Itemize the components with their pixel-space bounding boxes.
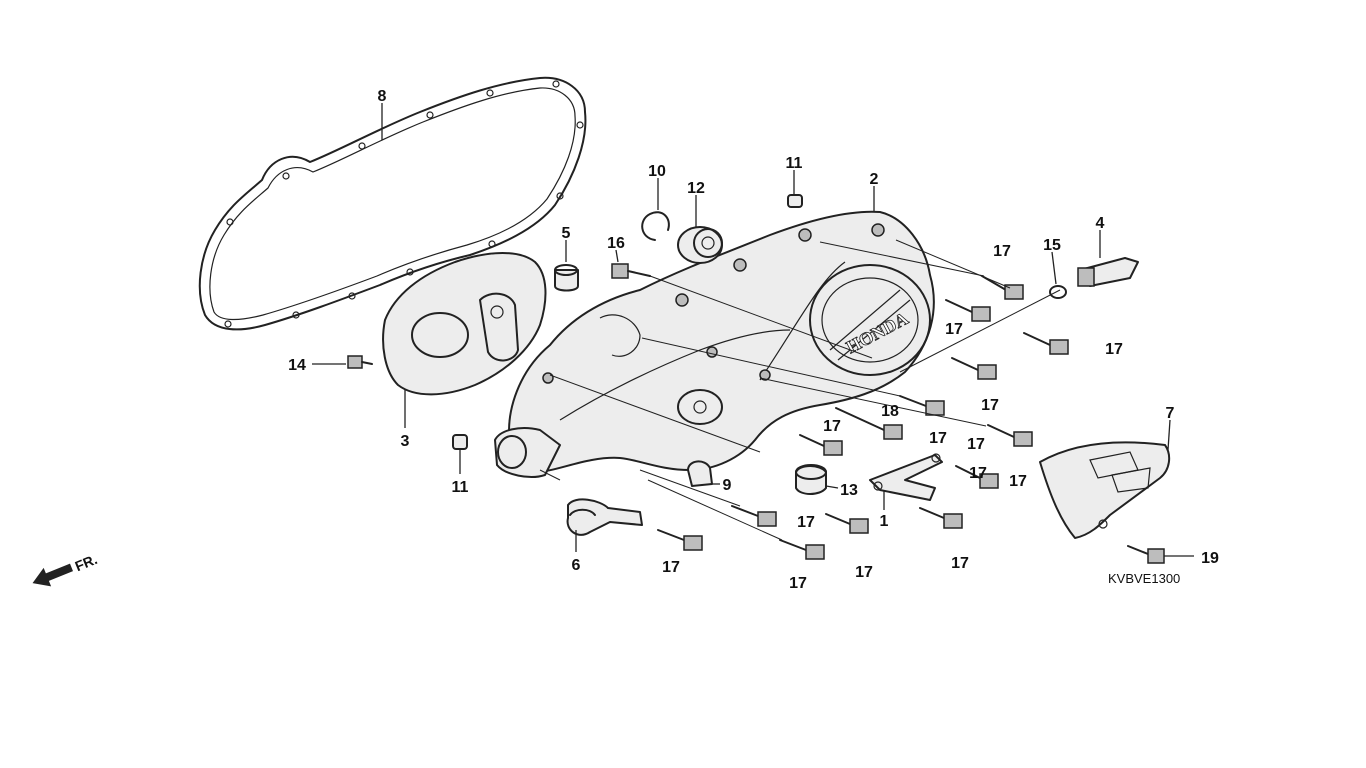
callout-4: 4	[1096, 215, 1105, 232]
bolt-17	[981, 275, 1024, 300]
small-bolt-part	[347, 355, 373, 369]
figure-code: KVBVE1300	[1108, 571, 1180, 586]
stay-bracket-part	[869, 453, 943, 501]
callout-15: 15	[1043, 237, 1061, 254]
gasket-part	[198, 76, 587, 331]
callout-17: 17	[945, 321, 963, 338]
callout-labels: 1 2 3 4 5 6 7 8 9 10 11 11 12 13 14 15 1…	[288, 88, 1219, 592]
circlip-part	[641, 211, 670, 241]
callout-17: 17	[1105, 341, 1123, 358]
bolt-17	[987, 424, 1033, 447]
bolt-17	[1023, 332, 1069, 355]
callout-16: 16	[607, 235, 625, 252]
callout-14: 14	[288, 357, 306, 374]
callout-12: 12	[687, 180, 705, 197]
roller-part	[795, 464, 827, 495]
callout-17: 17	[797, 514, 815, 531]
bolt-17	[731, 505, 777, 527]
callout-17: 17	[951, 555, 969, 572]
callout-5: 5	[562, 225, 571, 242]
hose-bracket-part	[566, 498, 643, 536]
bolt-17	[945, 299, 991, 322]
clamp-part	[687, 460, 713, 487]
crankcase-cover-part: HONDA	[494, 210, 935, 478]
leader-lines	[312, 103, 1194, 557]
inner-plate-part	[382, 252, 547, 396]
callout-8: 8	[378, 88, 387, 105]
callout-11-top: 11	[786, 155, 803, 172]
breather-fitting-part	[1077, 257, 1139, 287]
callout-17: 17	[929, 430, 947, 447]
callout-2: 2	[870, 171, 879, 188]
direction-label: FR.	[73, 551, 100, 574]
collar-part	[554, 264, 579, 292]
bolt-17	[919, 507, 963, 529]
callout-19: 19	[1201, 550, 1219, 567]
callout-17: 17	[981, 397, 999, 414]
bolt-17	[779, 539, 825, 560]
callout-17: 17	[967, 436, 985, 453]
callout-11-bottom: 11	[452, 479, 469, 496]
callout-7: 7	[1166, 405, 1175, 422]
bolt-set	[657, 275, 1165, 564]
callout-17: 17	[662, 559, 680, 576]
flange-bolt-part	[611, 263, 651, 279]
callout-17: 17	[789, 575, 807, 592]
callout-6: 6	[572, 557, 581, 574]
callout-18: 18	[881, 403, 899, 420]
callout-17: 17	[823, 418, 841, 435]
arrow-left-icon	[32, 563, 73, 587]
callout-10: 10	[648, 163, 666, 180]
callout-17: 17	[855, 564, 873, 581]
bolt-19	[1127, 545, 1165, 564]
clip-part	[1049, 285, 1067, 299]
alignment-lines	[539, 239, 1061, 541]
front-direction-indicator: FR.	[32, 551, 100, 587]
bolt-17	[955, 465, 999, 489]
callout-13: 13	[840, 482, 858, 499]
callout-3: 3	[401, 433, 410, 450]
bolt-17	[835, 407, 903, 440]
bolt-17	[899, 395, 945, 416]
guard-part	[1039, 441, 1171, 539]
callout-17: 17	[969, 465, 987, 482]
dowel-pin-part	[452, 194, 803, 450]
bolt-17	[657, 529, 703, 551]
bearing-part	[677, 226, 723, 264]
bolt-17	[951, 357, 997, 380]
callout-9: 9	[723, 477, 732, 494]
bolt-17	[799, 434, 843, 456]
callout-1: 1	[880, 513, 889, 530]
bolt-17	[825, 513, 869, 534]
callout-17: 17	[1009, 473, 1027, 490]
callout-17: 17	[993, 243, 1011, 260]
